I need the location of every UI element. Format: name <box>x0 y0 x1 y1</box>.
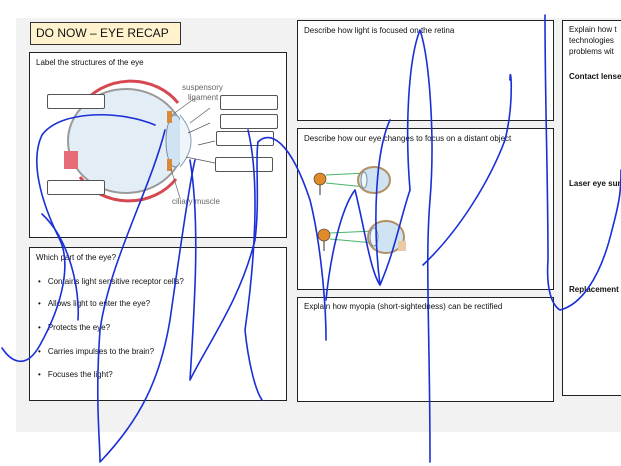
which-part-box: Which part of the eye? Contains light se… <box>29 247 287 401</box>
eye-label-box-2[interactable] <box>47 180 105 195</box>
ciliary-muscle-label: ciliary muscle <box>172 197 221 206</box>
eye-label-box-3[interactable] <box>220 95 278 110</box>
eye-label-box-4[interactable] <box>220 114 278 129</box>
question-item: Focuses the light? <box>38 370 113 379</box>
distant-focus-diagram <box>313 166 406 254</box>
contact-lenses-label: Contact lense <box>569 72 621 81</box>
myopia-box: Explain how myopia (short-sightedness) c… <box>297 297 554 402</box>
focus-retina-box: Describe how light is focused on the ret… <box>297 20 554 121</box>
question-item: Allows light to enter the eye? <box>38 299 150 308</box>
suspensory-label: suspensory <box>182 83 223 92</box>
laser-eye-label: Laser eye sur <box>569 179 621 188</box>
technologies-box: Explain how t technologies problems wit … <box>562 20 621 396</box>
eye-label-box-6[interactable] <box>215 157 273 172</box>
eye-diagram-prompt: Label the structures of the eye <box>36 58 144 67</box>
distant-focus-box: Describe how our eye changes to focus on… <box>297 128 554 290</box>
technologies-line-2: technologies <box>569 36 614 45</box>
technologies-line-3: problems wit <box>569 47 614 56</box>
technologies-line-1: Explain how t <box>569 25 617 34</box>
ligament-label: ligament <box>188 93 219 102</box>
question-item: Carries impulses to the brain? <box>38 347 154 356</box>
focus-retina-question: Describe how light is focused on the ret… <box>304 26 455 35</box>
question-item: Protects the eye? <box>38 323 110 332</box>
eye-label-box-5[interactable] <box>216 131 274 146</box>
page-title: DO NOW – EYE RECAP <box>30 22 181 45</box>
eye-label-box-1[interactable] <box>47 94 105 109</box>
question-item: Contains light sensitive receptor cells? <box>38 277 184 286</box>
replacement-label: Replacement <box>569 285 619 294</box>
myopia-question: Explain how myopia (short-sightedness) c… <box>304 302 503 311</box>
which-part-heading: Which part of the eye? <box>36 253 117 262</box>
